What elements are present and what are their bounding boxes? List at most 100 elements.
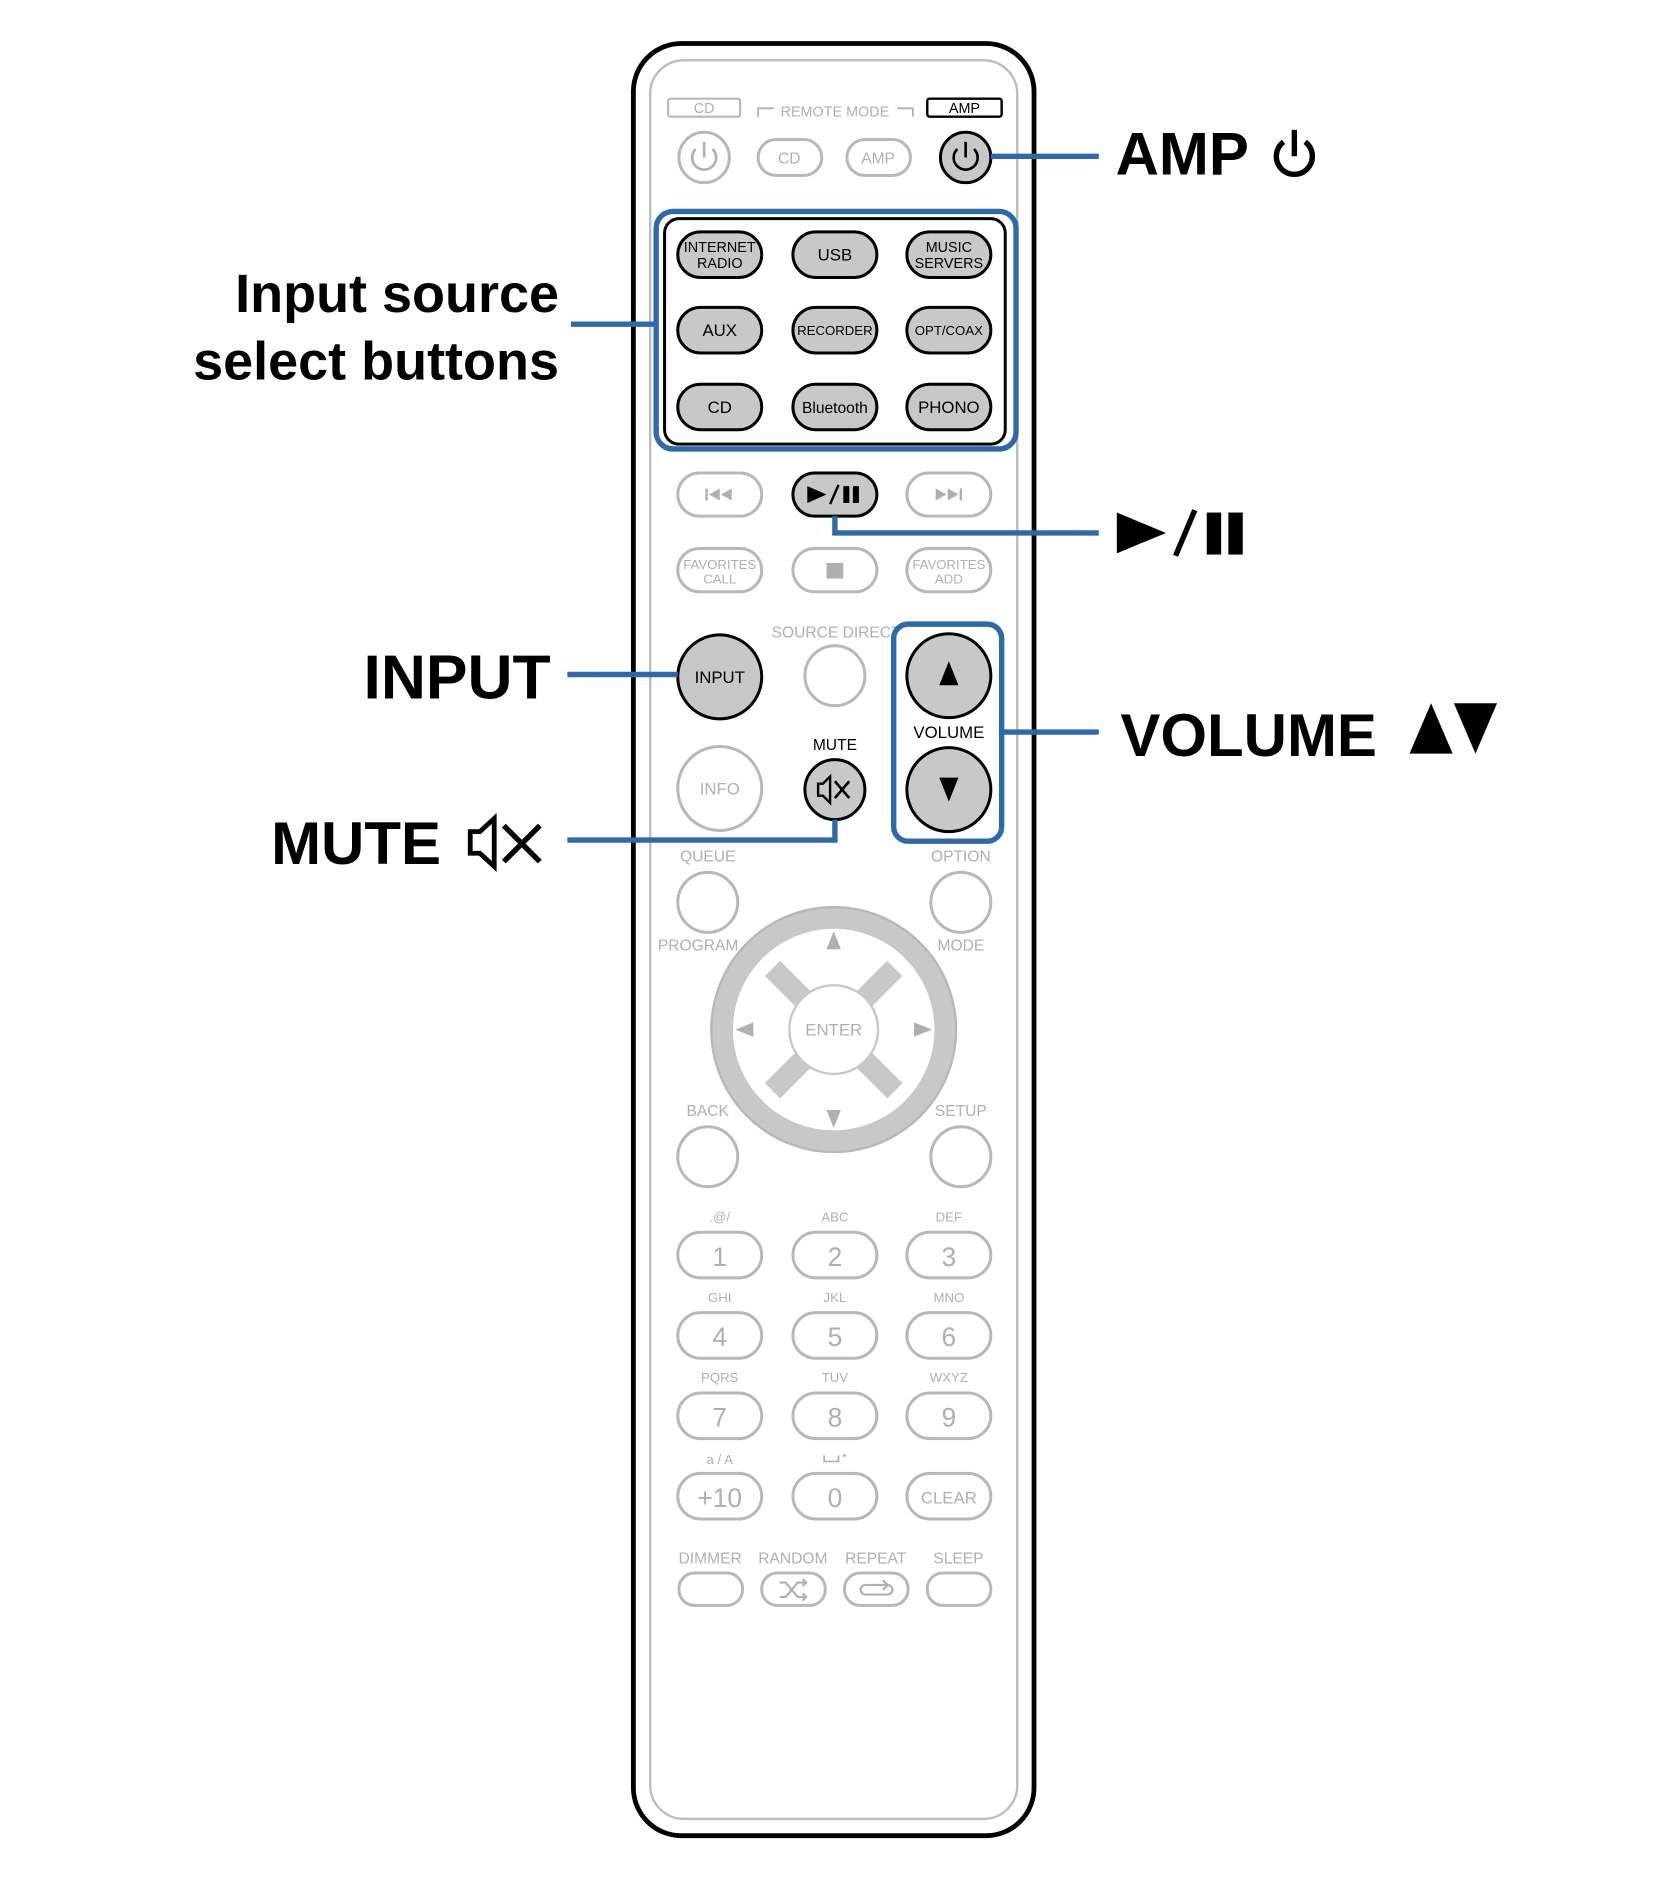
dimmer-button[interactable] [677, 1571, 745, 1607]
random-button[interactable] [760, 1571, 827, 1607]
key-3-button[interactable]: 3 [905, 1230, 993, 1280]
play-pause-icon [1116, 509, 1243, 557]
sleep-button[interactable] [925, 1571, 993, 1607]
favorites-add-button[interactable]: FAVORITES ADD [905, 547, 993, 594]
enter-button[interactable] [790, 986, 877, 1073]
svg-text:6: 6 [942, 1322, 957, 1352]
usb-button[interactable]: USB [791, 230, 879, 279]
dimmer-label: DIMMER [679, 1550, 742, 1567]
leader-mute [567, 819, 838, 843]
enter-label: ENTER [805, 1021, 862, 1040]
mode-amp-label: AMP [949, 101, 980, 117]
svg-text:+10: +10 [697, 1483, 742, 1513]
key-7-sub: PQRS [701, 1370, 739, 1385]
key-6-button[interactable]: 6 [905, 1311, 993, 1360]
mute-icon [467, 812, 542, 872]
volume-up-button[interactable] [905, 632, 993, 720]
svg-text:1: 1 [712, 1242, 727, 1272]
mode-cd-indicator [667, 97, 742, 118]
power-icon [690, 141, 718, 171]
key-1-button[interactable]: 1 [676, 1230, 764, 1280]
svg-text:AUX: AUX [702, 321, 737, 340]
clear-button[interactable]: CLEAR [905, 1471, 993, 1521]
key-8-sub: TUV [822, 1370, 849, 1385]
remote-mode-label: REMOTE MODE [781, 105, 890, 121]
callout-input-source-line2: select buttons [193, 331, 559, 391]
mute-button[interactable] [803, 758, 867, 822]
skip-back-button[interactable] [676, 471, 764, 518]
info-button[interactable]: INFO [676, 744, 764, 832]
svg-text:INTERNET: INTERNET [684, 240, 756, 256]
program-label: PROGRAM [658, 937, 739, 954]
key-7-button[interactable]: 7 [676, 1391, 764, 1441]
cd-mode-button[interactable]: CD [756, 137, 824, 177]
svg-text:7: 7 [712, 1403, 727, 1433]
cd-source-button[interactable]: CD [676, 382, 764, 432]
option-button[interactable] [929, 870, 993, 934]
callout-volume: VOLUME [1120, 702, 1498, 769]
key-4-button[interactable]: 4 [676, 1311, 764, 1360]
stop-button[interactable] [791, 547, 879, 594]
power-icon [952, 141, 979, 171]
skip-forward-icon [935, 488, 963, 501]
svg-text:INPUT: INPUT [695, 668, 745, 687]
volume-label: VOLUME [913, 723, 984, 742]
opt-coax-button[interactable]: OPT/COAX [905, 305, 993, 355]
callout-play-pause [1116, 509, 1243, 557]
triangle-down-icon [939, 777, 959, 802]
leader-lines [567, 153, 1099, 843]
key-9-button[interactable]: 9 [905, 1391, 993, 1441]
svg-text:CLEAR: CLEAR [921, 1488, 977, 1507]
arrow-up-icon [826, 931, 841, 950]
amp-power-button[interactable] [938, 130, 993, 185]
svg-text:CD: CD [708, 398, 732, 417]
repeat-button[interactable] [842, 1571, 910, 1607]
aux-button[interactable]: AUX [676, 305, 764, 355]
sleep-label: SLEEP [933, 1550, 983, 1567]
phono-button[interactable]: PHONO [905, 382, 993, 432]
key-5-button[interactable]: 5 [791, 1311, 879, 1360]
key-plus10-button[interactable]: +10 [676, 1471, 764, 1521]
arrow-left-icon [735, 1022, 754, 1037]
shuffle-icon [779, 1578, 808, 1602]
remote-mode-bracket [757, 107, 914, 117]
key-10-sub: a / A [707, 1452, 734, 1467]
option-label: OPTION [931, 849, 991, 866]
favorites-call-button[interactable]: FAVORITES CALL [676, 547, 764, 594]
mode-cd-label: CD [694, 101, 715, 117]
key-2-button[interactable]: 2 [791, 1230, 879, 1280]
skip-forward-button[interactable] [905, 471, 993, 518]
callout-mute-text: MUTE [271, 810, 441, 877]
direction-pad[interactable]: ENTER [710, 906, 958, 1154]
key-2-sub: ABC [821, 1209, 849, 1224]
svg-text:ADD: ADD [935, 571, 963, 586]
callout-amp: AMP [1116, 120, 1316, 187]
key-0-button[interactable]: 0 [791, 1471, 879, 1521]
internet-radio-button[interactable]: INTERNET RADIO [676, 230, 764, 279]
setup-button[interactable] [929, 1125, 993, 1189]
source-direct-label: SOURCE DIRECT [772, 624, 901, 641]
back-button[interactable] [676, 1125, 740, 1189]
svg-text:RECORDER: RECORDER [797, 323, 872, 338]
space-icon [823, 1453, 846, 1463]
bluetooth-button[interactable]: Bluetooth [791, 382, 879, 432]
callout-input-source-line1: Input source [235, 264, 559, 324]
key-9-sub: WXYZ [930, 1370, 968, 1385]
play-pause-icon [807, 484, 859, 505]
source-direct-button[interactable] [803, 644, 867, 708]
svg-text:9: 9 [942, 1403, 957, 1433]
random-label: RANDOM [758, 1550, 827, 1567]
svg-text:CALL: CALL [703, 571, 736, 586]
key-8-button[interactable]: 8 [791, 1391, 879, 1441]
play-pause-button[interactable] [791, 471, 879, 518]
input-button[interactable]: INPUT [676, 633, 764, 721]
callout-amp-text: AMP [1116, 120, 1249, 187]
volume-down-button[interactable] [905, 746, 993, 834]
recorder-button[interactable]: RECORDER [791, 305, 879, 355]
power-button-dim[interactable] [677, 130, 731, 185]
queue-button[interactable] [676, 870, 740, 934]
svg-text:Bluetooth: Bluetooth [802, 400, 868, 417]
music-servers-button[interactable]: MUSIC SERVERS [905, 230, 993, 279]
amp-mode-button[interactable]: AMP [845, 137, 912, 177]
arrow-down-icon [826, 1109, 841, 1128]
